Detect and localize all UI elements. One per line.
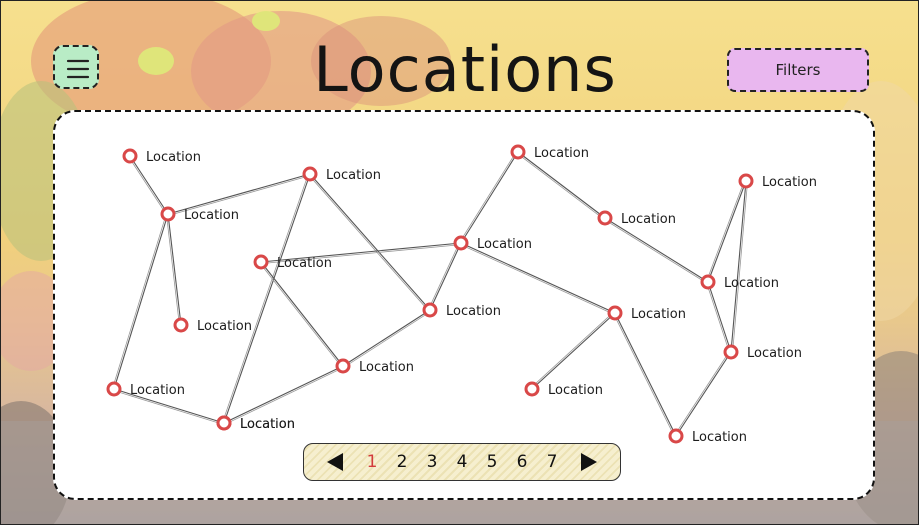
location-node[interactable]: Location [422, 302, 501, 319]
map-pin-icon[interactable] [510, 144, 526, 160]
location-label: Location [446, 304, 501, 319]
location-node[interactable]: Location [723, 344, 802, 361]
location-label: Location [534, 146, 589, 161]
location-node[interactable]: Location [173, 317, 252, 334]
page-number-5[interactable]: 5 [486, 452, 498, 472]
location-label: Location [326, 168, 381, 183]
location-node[interactable]: Location [510, 144, 589, 161]
page-number-4[interactable]: 4 [456, 452, 468, 472]
map-pin-icon[interactable] [173, 317, 189, 333]
filters-button[interactable]: Filters [727, 48, 869, 92]
location-node[interactable]: Location [335, 358, 414, 375]
hamburger-menu-icon [66, 59, 90, 79]
map-pin-icon[interactable] [738, 173, 754, 189]
triangle-left-icon[interactable] [327, 453, 343, 471]
location-label: Location [184, 208, 239, 223]
menu-button[interactable] [53, 45, 99, 89]
map-pin-icon[interactable] [453, 235, 469, 251]
location-markers: LocationLocationLocationLocationLocation… [106, 144, 817, 445]
map-pin-icon[interactable] [160, 206, 176, 222]
location-label: Location [477, 237, 532, 252]
location-label: Location [747, 346, 802, 361]
location-node[interactable]: Location [597, 210, 676, 227]
location-label: Location [762, 175, 817, 190]
location-label: Location [146, 150, 201, 165]
map-pin-icon[interactable] [216, 415, 232, 431]
map-pin-icon[interactable] [253, 254, 269, 270]
location-node[interactable]: Location [453, 235, 532, 252]
location-label: Location [240, 417, 295, 432]
page-number-7[interactable]: 7 [546, 452, 558, 472]
map-pin-icon[interactable] [122, 148, 138, 164]
location-label: Location [240, 417, 295, 432]
location-label: Location [631, 307, 686, 322]
location-node[interactable]: Location [160, 206, 239, 223]
location-node[interactable]: Location [738, 173, 817, 190]
map-pin-icon[interactable] [597, 210, 613, 226]
location-label: Location [692, 430, 747, 445]
location-label: Location [197, 319, 252, 334]
map-pin-icon[interactable] [723, 344, 739, 360]
map-pin-icon[interactable] [302, 166, 318, 182]
location-node[interactable]: Location [700, 274, 779, 291]
triangle-right-icon[interactable] [581, 453, 597, 471]
page-number-2[interactable]: 2 [396, 452, 408, 472]
map-pin-icon[interactable] [106, 381, 122, 397]
page-number-1[interactable]: 1 [366, 452, 378, 472]
page-number-6[interactable]: 6 [516, 452, 528, 472]
page-number-3[interactable]: 3 [426, 452, 438, 472]
map-pin-icon[interactable] [422, 302, 438, 318]
location-label: Location [621, 212, 676, 227]
location-node[interactable]: Location [302, 166, 381, 183]
page-title: Locations [313, 33, 617, 106]
location-node[interactable]: Location [668, 428, 747, 445]
map-pin-icon[interactable] [335, 358, 351, 374]
location-label: Location [359, 360, 414, 375]
location-label: Location [724, 276, 779, 291]
map-pin-icon[interactable] [607, 305, 623, 321]
map-pin-icon[interactable] [668, 428, 684, 444]
location-label: Location [130, 383, 185, 398]
map-pin-icon[interactable] [700, 274, 716, 290]
location-node[interactable]: Location [106, 381, 185, 398]
location-label: Location [277, 256, 332, 271]
location-node[interactable]: Location [607, 305, 686, 322]
map-pin-icon[interactable] [524, 381, 540, 397]
location-label: Location [548, 383, 603, 398]
location-node[interactable]: Location [122, 148, 201, 165]
location-node[interactable]: Location [216, 415, 295, 432]
location-node[interactable]: Location [253, 254, 332, 271]
location-node[interactable]: Location [524, 381, 603, 398]
